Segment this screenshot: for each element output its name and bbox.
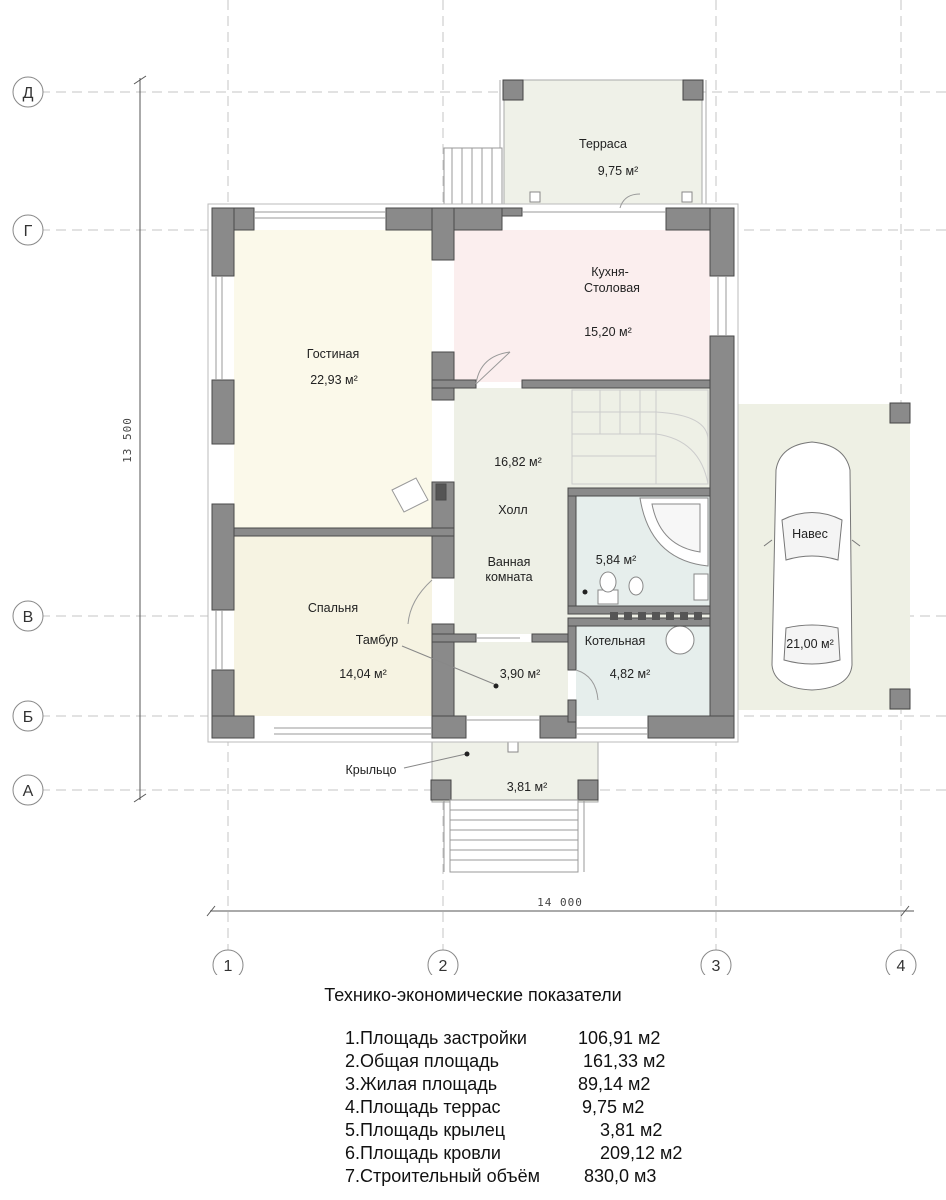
- tep-row-name: 3.Жилая площадь: [345, 1074, 498, 1094]
- column-axis-labels: 1 2 3 4: [212, 949, 917, 975]
- axis-row-a-label: А: [23, 783, 34, 800]
- porch-name: Крыльцо: [346, 763, 397, 777]
- carport-post: [889, 402, 911, 424]
- kitchen-name-line1: Кухня-: [591, 265, 629, 279]
- fireplace-icon: [391, 477, 429, 513]
- tep-row-value: 3,81 м2: [600, 1120, 663, 1140]
- terrace-post: [682, 79, 704, 101]
- porch-lamp-icon: [507, 741, 519, 753]
- boiler-icon: [665, 625, 695, 655]
- porch-area: 3,81 м²: [507, 780, 548, 794]
- toilet-icon: [597, 571, 619, 605]
- bathroom-marker: [582, 589, 588, 595]
- tep-row-name: 5.Площадь крылец: [345, 1120, 506, 1140]
- axis-row-v: В: [12, 600, 44, 632]
- bedroom-area: 14,04 м²: [339, 667, 387, 681]
- vent-blocks: [610, 612, 702, 620]
- bedroom-name: Спальня: [308, 601, 358, 615]
- row-axis-labels: Д Г В Б А: [12, 76, 44, 806]
- tep-row-value: 161,33 м2: [583, 1051, 666, 1071]
- porch-post: [577, 779, 599, 801]
- axis-col-1: 1: [212, 949, 244, 975]
- tep-row-value: 209,12 м2: [600, 1143, 683, 1163]
- terrace-area: 9,75 м²: [598, 164, 639, 178]
- vestibule-leader: [401, 645, 495, 685]
- carport-name: Навес: [792, 527, 828, 541]
- tep-row-name: 4.Площадь террас: [345, 1097, 501, 1117]
- washbasin-icon: [693, 573, 709, 601]
- tep-row-name: 1.Площадь застройки: [345, 1028, 527, 1048]
- windows: [215, 211, 727, 735]
- vestibule-name: Тамбур: [356, 633, 398, 647]
- vestibule-area: 3,90 м²: [500, 667, 541, 681]
- floor-plan: Д Г В Б А 1 2 3 4 13 500 14 000: [12, 0, 946, 975]
- kitchen-area: 15,20 м²: [584, 325, 632, 339]
- dimension-height-label: 13 500: [121, 417, 134, 463]
- tep-row-value: 830,0 м3: [584, 1166, 657, 1186]
- doors: [407, 193, 641, 721]
- porch-steps: [443, 799, 585, 873]
- kitchen-name-line2: Столовая: [584, 281, 640, 295]
- axis-row-a: А: [12, 774, 44, 806]
- tep-row-value: 9,75 м2: [582, 1097, 645, 1117]
- hall-name: Холл: [498, 503, 527, 517]
- tep-row-name: 2.Общая площадь: [345, 1051, 500, 1071]
- vestibule-floor: [454, 642, 568, 716]
- boiler-area: 4,82 м²: [610, 667, 651, 681]
- porch-marker: [464, 751, 470, 757]
- boiler-name: Котельная: [585, 634, 646, 648]
- axis-row-d: Д: [12, 76, 44, 108]
- dimension-width-label: 14 000: [537, 896, 583, 909]
- terrace-steps: [443, 147, 503, 209]
- room-labels: Терраса 9,75 м² Кухня- Столовая 15,20 м²…: [307, 137, 834, 794]
- dimension-horizontal: [206, 905, 914, 917]
- bathtub-icon: [639, 497, 709, 567]
- axis-col-4: 4: [885, 949, 917, 975]
- tep-row-name: 6.Площадь кровли: [345, 1143, 501, 1163]
- bedroom-floor: [234, 536, 432, 716]
- living-area: 22,93 м²: [310, 373, 358, 387]
- car-icon: [763, 441, 861, 691]
- living-name: Гостиная: [307, 347, 359, 361]
- bathroom-name-line1: Ванная: [488, 555, 531, 569]
- axis-col-1-label: 1: [224, 958, 233, 975]
- terrace-floor: [503, 79, 703, 209]
- axis-row-b-label: Б: [23, 709, 34, 726]
- terrace-post: [502, 79, 524, 101]
- axis-row-d-label: Д: [23, 85, 34, 102]
- axis-col-4-label: 4: [897, 958, 906, 975]
- vestibule-marker: [493, 683, 499, 689]
- axis-row-v-label: В: [23, 609, 34, 626]
- terrace-name: Терраса: [579, 137, 627, 151]
- axis-row-g: Г: [12, 214, 44, 246]
- carport-post: [889, 688, 911, 710]
- bathroom-name-line2: комната: [485, 570, 532, 584]
- walls: [211, 207, 735, 739]
- axis-row-g-label: Г: [24, 223, 33, 240]
- terrace-lamp-icon: [681, 191, 693, 203]
- porch-post: [430, 779, 452, 801]
- carport-area-label: 21,00 м²: [786, 637, 834, 651]
- terrace-lamp-icon: [529, 191, 541, 203]
- axis-col-3-label: 3: [712, 958, 721, 975]
- axis-row-b: Б: [12, 700, 44, 732]
- living-room-floor: [234, 230, 432, 528]
- tep-row-value: 106,91 м2: [578, 1028, 661, 1048]
- bidet-icon: [628, 576, 644, 596]
- tep-row-name: 7.Строительный объём: [345, 1166, 540, 1186]
- dimension-vertical: [133, 75, 147, 803]
- axis-col-2-label: 2: [439, 958, 448, 975]
- porch-leader: [403, 753, 467, 769]
- kitchen-floor: [454, 230, 710, 382]
- tep-row-value: 89,14 м2: [578, 1074, 651, 1094]
- stairs: [571, 389, 709, 485]
- axis-col-2: 2: [427, 949, 459, 975]
- bathroom-area: 5,84 м²: [596, 553, 637, 567]
- axis-col-3: 3: [700, 949, 732, 975]
- hall-area: 16,82 м²: [494, 455, 542, 469]
- tep-title: Технико-экономические показатели: [324, 985, 622, 1005]
